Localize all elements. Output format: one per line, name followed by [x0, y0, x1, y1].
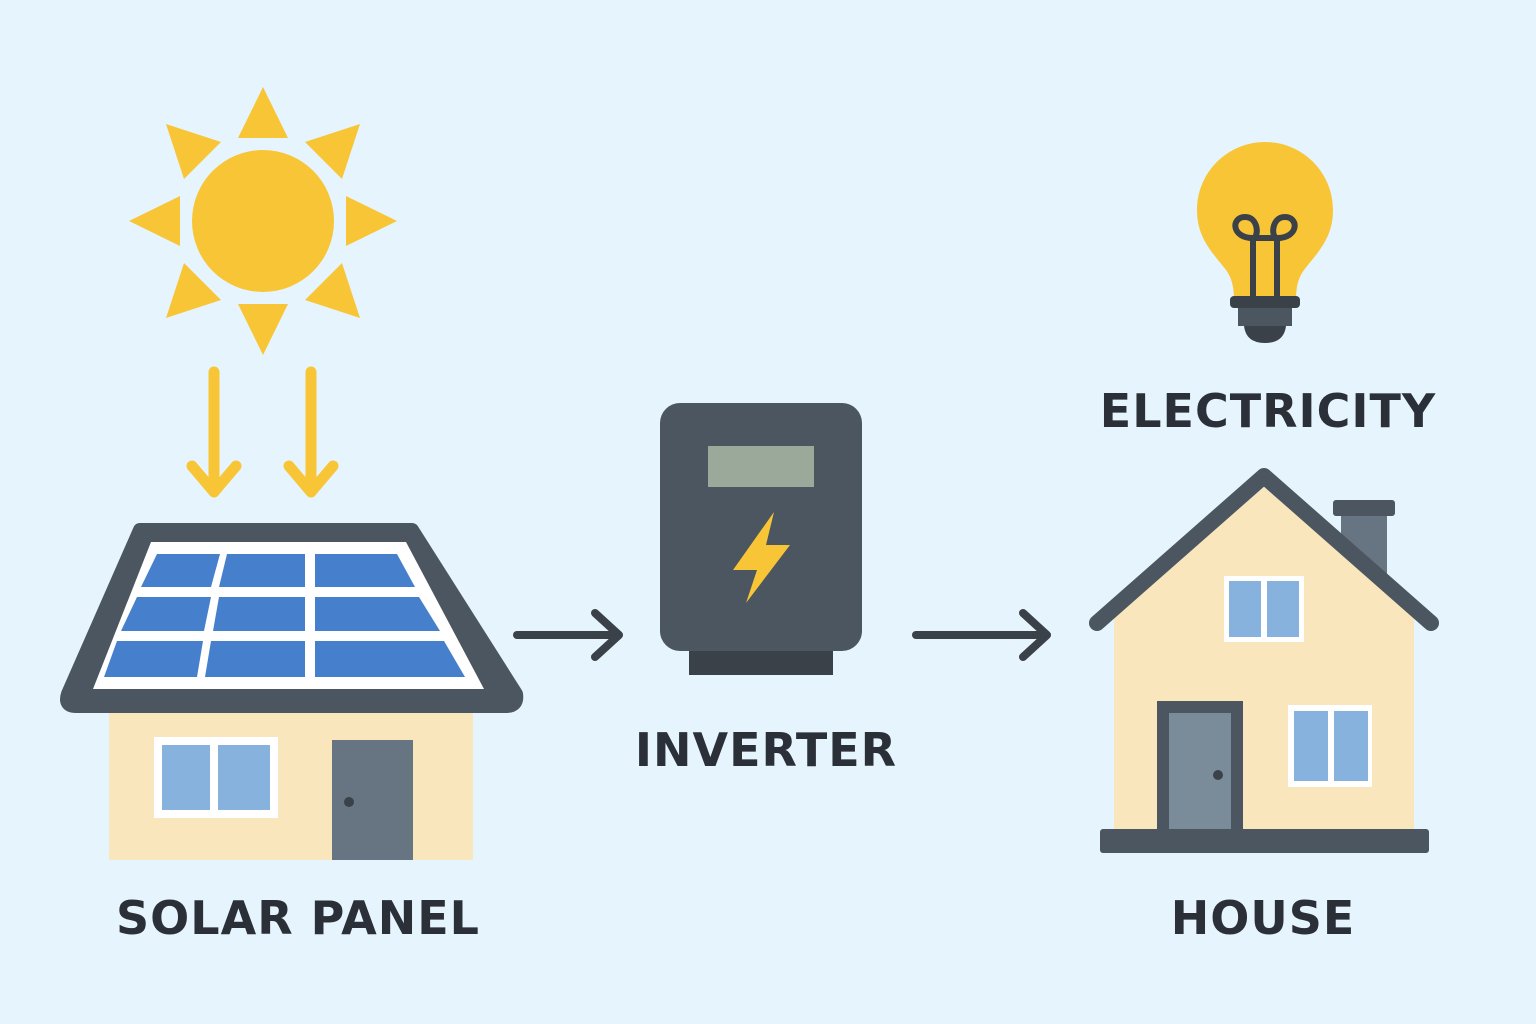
inverter-icon [660, 403, 862, 675]
inverter-label: INVERTER [634, 723, 898, 777]
down-arrow-icon [283, 366, 339, 498]
house-icon [1089, 468, 1439, 853]
light-bulb-icon [1197, 142, 1333, 343]
right-arrow-icon [912, 609, 1051, 661]
right-arrow-icon [513, 609, 623, 661]
down-arrow-icon [186, 366, 242, 498]
solar-panel-label: SOLAR PANEL [116, 891, 480, 945]
sun-icon [129, 87, 397, 355]
house-label: HOUSE [1170, 891, 1356, 945]
electricity-label: ELECTRICITY [1099, 384, 1437, 438]
solar-panel-icon [60, 523, 524, 860]
lightning-bolt-icon [733, 512, 790, 603]
